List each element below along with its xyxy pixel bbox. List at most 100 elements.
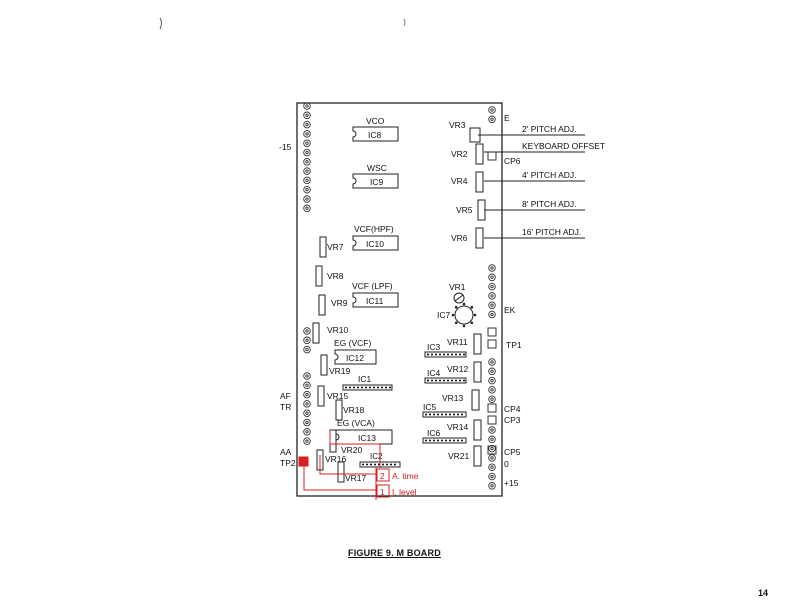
connector-pad-hole <box>305 206 309 210</box>
ic10-package <box>352 235 399 251</box>
red-label-i-level: I. level <box>392 487 417 497</box>
label-ic3: IC3 <box>427 342 441 352</box>
scan-mark <box>403 18 406 27</box>
flat-ic-pin <box>365 386 367 389</box>
flat-ic-pin <box>459 379 461 382</box>
connector-pad-hole <box>490 108 494 112</box>
flat-ic-pin <box>437 413 439 416</box>
test-pad-tp1-a <box>487 327 497 337</box>
flat-ic-pin <box>459 353 461 356</box>
label-vr14: VR14 <box>447 422 469 432</box>
flat-ic-pin <box>435 379 437 382</box>
callout-keyboard-offset: KEYBOARD OFFSET <box>522 141 605 151</box>
flat-ic-pin <box>362 463 364 466</box>
label-vr10: VR10 <box>327 325 349 335</box>
trimmer-body <box>471 389 480 411</box>
connector-pad <box>303 195 311 203</box>
connector-pad-hole <box>305 188 309 192</box>
ic7-pins <box>451 302 477 328</box>
flat-ic-pin <box>455 353 457 356</box>
connector-pad <box>488 386 496 394</box>
connector-pad <box>303 158 311 166</box>
connector-pad <box>488 273 496 282</box>
page-number: 14 <box>758 588 769 598</box>
connector-pad-hole <box>305 169 309 173</box>
connector-pad-hole <box>490 474 494 479</box>
flat-ic-pin <box>349 386 351 389</box>
connector-pad-hole <box>490 465 494 469</box>
connector-pad-hole <box>490 378 494 383</box>
connector-pad <box>488 106 496 114</box>
flat-ic-pin <box>451 379 453 382</box>
flat-ic-pin <box>453 439 455 442</box>
red-label-a-time: A. time <box>392 471 419 481</box>
red-box-1-number: 1 <box>380 487 385 497</box>
connector-pad-hole <box>490 275 494 279</box>
flat-ic-pin <box>449 439 451 442</box>
flat-ic-pin <box>449 413 451 416</box>
connector-pad-hole <box>490 369 494 373</box>
label-vr12: VR12 <box>447 364 469 374</box>
flat-ic-pin <box>445 413 447 416</box>
connector-pad-hole <box>490 397 494 401</box>
flat-ic-body <box>342 384 393 391</box>
flat-ic-pin <box>433 413 435 416</box>
trimmer-body <box>475 171 484 193</box>
pin-label-af: AF <box>280 391 291 401</box>
connector-pad <box>488 301 496 309</box>
label-wsc: WSC <box>367 163 387 173</box>
connector-pad <box>488 463 496 471</box>
connector-pad-hole <box>305 178 309 183</box>
pin-label-minus15: -15 <box>279 142 292 152</box>
ic7-package <box>454 305 474 325</box>
pin-label-cp6: CP6 <box>504 156 521 166</box>
red-trace-vr20 <box>329 430 381 468</box>
flat-ic-pin <box>435 353 437 356</box>
flat-ic-pin <box>443 379 445 382</box>
flat-ic-pin <box>382 463 384 466</box>
label-vr17: VR17 <box>345 473 367 483</box>
trimmer-body <box>473 333 482 355</box>
flat-ic-pin <box>447 379 449 382</box>
ic7-pin <box>462 302 466 306</box>
connector-pad-hole <box>305 374 309 378</box>
flat-ic-pin <box>461 413 463 416</box>
flat-ic-pin <box>431 379 433 382</box>
flat-ic-pin <box>427 379 429 382</box>
pin-label-plus15: +15 <box>504 478 519 488</box>
connector-pad <box>303 130 311 138</box>
connector-pad <box>488 358 496 366</box>
connector-pad-hole <box>490 437 494 441</box>
test-pad-cp4 <box>487 403 497 413</box>
flat-ic-pin <box>457 439 459 442</box>
connector-pad <box>303 111 311 120</box>
label-vr5: VR5 <box>456 205 473 215</box>
trimmer-body <box>475 143 484 165</box>
connector-pad-hole <box>305 122 309 127</box>
flat-ic-pin <box>429 413 431 416</box>
flat-ic-pin <box>443 353 445 356</box>
connector-pad <box>488 310 496 319</box>
figure-caption: FIGURE 9. M BOARD <box>348 548 441 558</box>
connector-pad-hole <box>490 428 494 432</box>
flat-ic-pin <box>425 439 427 442</box>
pin-label-cp5: CP5 <box>504 447 521 457</box>
label-ic6: IC6 <box>427 428 441 438</box>
vr1-trimmer <box>453 292 465 304</box>
connector-pad-hole <box>490 360 494 364</box>
connector-pad-hole <box>305 132 309 136</box>
connector-pad-hole <box>490 294 494 298</box>
connector-pad-hole <box>305 197 309 201</box>
trimmer-bodies <box>312 127 486 483</box>
flat-ic-pin <box>386 463 388 466</box>
label-vr1: VR1 <box>449 282 466 292</box>
label-vcf-lpf: VCF (LPF) <box>352 281 393 291</box>
flat-ic-body <box>422 411 467 418</box>
label-ic1: IC1 <box>358 374 372 384</box>
label-ic11: IC11 <box>366 296 384 306</box>
connector-pad <box>303 120 311 129</box>
pin-label-tp2: TP2 <box>280 458 296 468</box>
label-ic13: IC13 <box>358 433 376 443</box>
connector-pad <box>488 115 496 124</box>
flat-ic-pin <box>357 386 359 389</box>
